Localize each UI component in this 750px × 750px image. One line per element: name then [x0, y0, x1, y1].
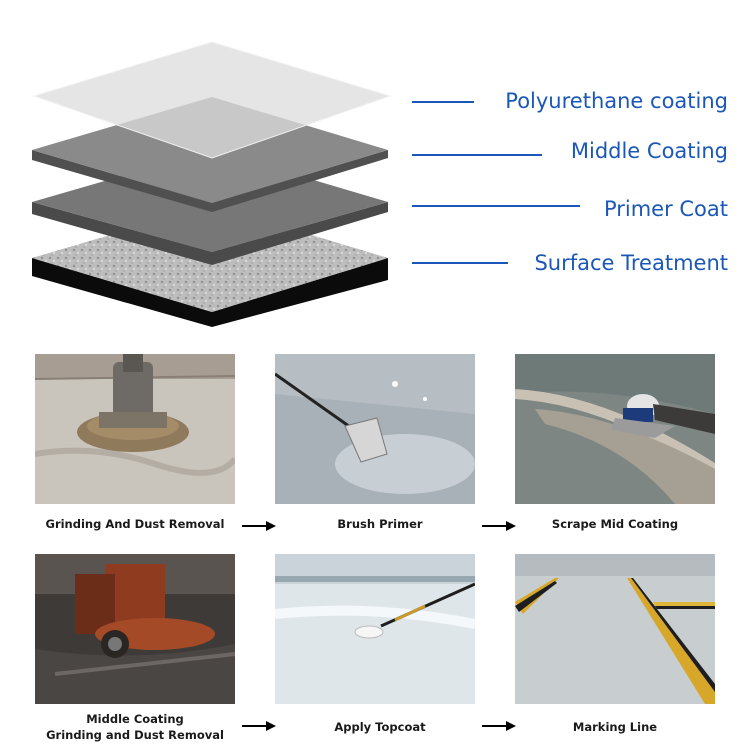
- caption-brush-primer: Brush Primer: [265, 516, 495, 532]
- caption-middle-coating-line-1: Middle Coating: [86, 712, 184, 726]
- caption-apply-topcoat: Apply Topcoat: [265, 719, 495, 735]
- photo-apply-topcoat: [275, 554, 475, 704]
- caption-middle-coating-line-2: Grinding and Dust Removal: [46, 728, 224, 742]
- caption-marking-line: Marking Line: [500, 719, 730, 735]
- caption-brush-primer-line: Brush Primer: [337, 517, 423, 531]
- polyurethane-layer: [32, 41, 392, 159]
- photo-brush-primer: [275, 354, 475, 504]
- leader-line-middle: [412, 154, 542, 156]
- caption-grinding-line: Grinding And Dust Removal: [45, 517, 225, 531]
- caption-scrape-mid-coating: Scrape Mid Coating: [500, 516, 730, 532]
- caption-scrape-line: Scrape Mid Coating: [551, 517, 679, 531]
- right-arrow-icon: [242, 721, 276, 731]
- leader-line-primer: [412, 205, 580, 207]
- label-polyurethane-coating: Polyurethane coating: [505, 89, 728, 113]
- caption-marking-line-text: Marking Line: [572, 720, 658, 734]
- leader-line-polyurethane: [412, 101, 474, 103]
- right-arrow-icon: [482, 521, 516, 531]
- caption-grinding: Grinding And Dust Removal: [20, 516, 250, 532]
- label-middle-coating: Middle Coating: [570, 139, 728, 163]
- leader-line-surface: [412, 262, 508, 264]
- photo-marking-line: [515, 554, 715, 704]
- right-arrow-icon: [242, 521, 276, 531]
- layer-stack-diagram: [32, 41, 392, 327]
- photo-grinding: [35, 354, 235, 504]
- label-surface-treatment: Surface Treatment: [534, 251, 728, 275]
- photo-scrape-mid-coating: [515, 354, 715, 504]
- caption-apply-topcoat-line: Apply Topcoat: [334, 720, 426, 734]
- label-primer-coat: Primer Coat: [603, 197, 728, 221]
- right-arrow-icon: [482, 721, 516, 731]
- caption-middle-coating-grinding: Middle Coating Grinding and Dust Removal: [20, 711, 250, 743]
- photo-middle-coating-grinding: [35, 554, 235, 704]
